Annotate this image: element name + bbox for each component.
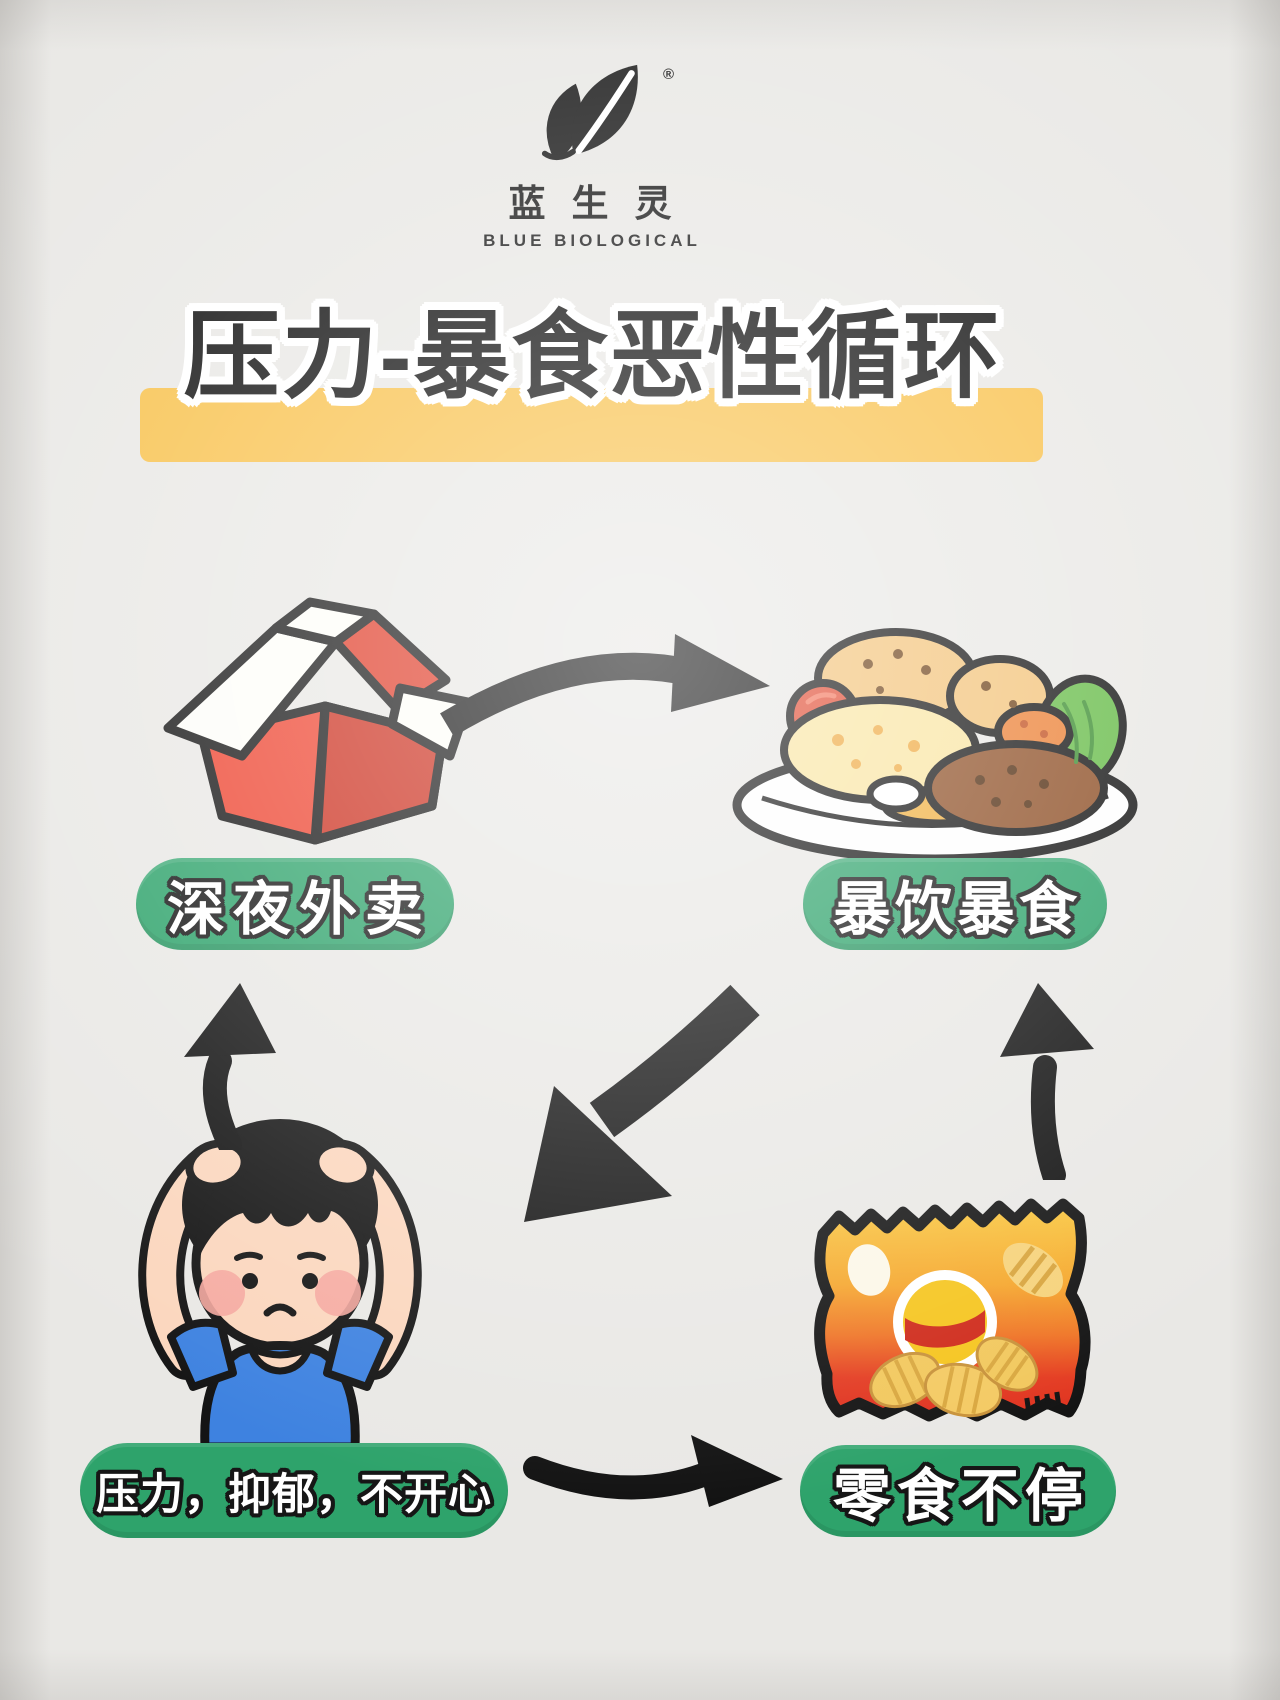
arrow-snacking-to-binge (1000, 983, 1094, 1180)
brand-logo: ® 蓝生灵 BLUE BIOLOGICAL (390, 60, 790, 251)
label-text: 暴饮暴食 (832, 877, 1081, 942)
food-plate-icon (732, 628, 1138, 864)
brand-name-en: BLUE BIOLOGICAL (483, 231, 701, 250)
chips-bag-icon (814, 1198, 1091, 1422)
label-nonstop-snacking: 零食不停 (800, 1445, 1116, 1537)
label-text: 压力，抑郁，不开心 (96, 1470, 492, 1519)
label-text: 深夜外卖 (166, 877, 431, 942)
arrow-binge-to-stress (524, 984, 760, 1222)
label-late-night-takeout: 深夜外卖 (136, 858, 454, 950)
arrow-stress-to-snacking (523, 1435, 783, 1507)
page-title: 压力-暴食恶性循环 (183, 303, 1002, 410)
brand-name-cn: 蓝生灵 (508, 183, 698, 224)
stressed-child-icon (138, 1119, 422, 1447)
title-highlight-bar (140, 388, 1043, 462)
takeout-box-icon (163, 597, 473, 845)
leaf-logo-icon: ® (524, 60, 674, 166)
arrow-takeout-to-binge (440, 634, 770, 737)
registered-mark: ® (662, 66, 674, 83)
arrow-stress-to-takeout (184, 983, 276, 1150)
label-binge-eating: 暴饮暴食 (803, 858, 1107, 950)
label-text: 零食不停 (832, 1464, 1089, 1529)
label-stress-depression: 压力，抑郁，不开心 (80, 1443, 508, 1538)
